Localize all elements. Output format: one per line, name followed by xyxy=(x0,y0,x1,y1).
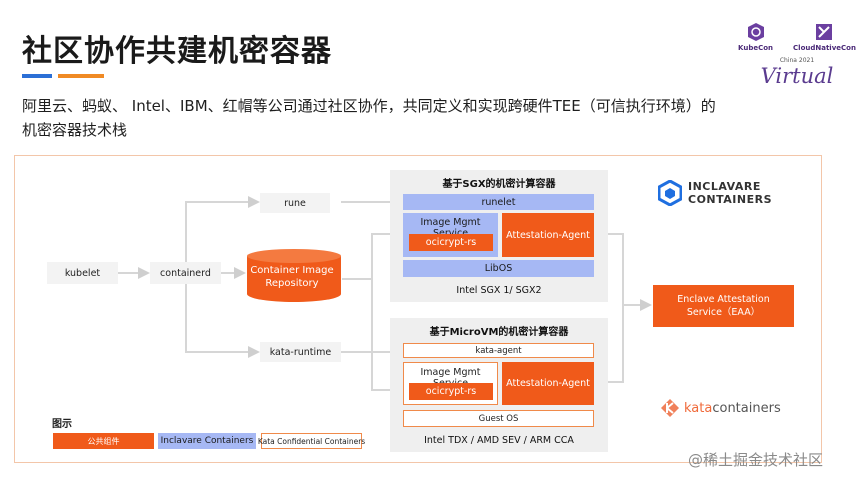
guest-os-node: Guest OS xyxy=(403,410,594,427)
kubelet-node: kubelet xyxy=(47,262,118,284)
event-label: China 2021 xyxy=(779,57,815,64)
virtual-label: Virtual xyxy=(760,64,834,88)
legend-title: 图示 xyxy=(52,419,72,430)
microvm-panel-foot: Intel TDX / AMD SEV / ARM CCA xyxy=(424,435,574,446)
sgx-panel-foot: Intel SGX 1/ SGX2 xyxy=(456,285,542,296)
inclavare-logo-line2: CONTAINERS xyxy=(688,193,772,206)
microvm-panel-title: 基于MicroVM的机密计算容器 xyxy=(429,327,569,338)
cloudnativecon-logo-icon xyxy=(816,24,833,40)
libos-node: LibOS xyxy=(403,260,594,277)
kata-agent-node: kata-agent xyxy=(403,343,594,358)
page-subtitle: 阿里云、蚂蚁、 Intel、IBM、红帽等公司通过社区协作，共同定义和实现跨硬件… xyxy=(22,97,716,139)
kata-logo-text-b: containers xyxy=(712,400,781,416)
repository-cylinder-icon xyxy=(247,249,341,302)
cloudnativecon-label: CloudNativeCon xyxy=(793,44,856,52)
inclavare-logo-line1: INCLAVARE xyxy=(688,180,761,193)
event-badge: KubeCon CloudNativeCon China 2021 Virtua… xyxy=(738,22,856,102)
title-underline-orange xyxy=(58,74,104,78)
sgx-attestation-agent-node: Attestation-Agent xyxy=(502,213,594,257)
legend-inclavare: Inclavare Containers xyxy=(158,433,256,449)
eaa-node: Enclave Attestation Service（EAA） xyxy=(653,285,794,327)
sgx-panel-title: 基于SGX的机密计算容器 xyxy=(442,179,556,190)
page-title: 社区协作共建机密容器 xyxy=(22,34,332,69)
sgx-ocicrypt-node: ocicrypt-rs xyxy=(409,234,493,251)
repository-label: Container Image Repository xyxy=(250,265,334,289)
sgx-image-mgmt-label: Image Mgmt Service xyxy=(420,217,481,239)
kubecon-logo-icon xyxy=(747,23,764,41)
legend-kata: Kata Confidential Containers xyxy=(258,433,365,449)
microvm-attestation-agent-node: Attestation-Agent xyxy=(502,362,594,405)
kubecon-label: KubeCon xyxy=(738,44,774,52)
kata-runtime-node: kata-runtime xyxy=(260,342,341,362)
inclavare-logo: INCLAVARE CONTAINERS xyxy=(658,180,772,206)
legend-common: 公共组件 xyxy=(53,433,154,449)
microvm-ocicrypt-node: ocicrypt-rs xyxy=(409,383,493,400)
inclavare-logo-icon xyxy=(658,180,682,206)
title-underline-blue xyxy=(22,74,52,78)
watermark: @稀土掘金技术社区 xyxy=(688,451,824,469)
kata-logo-icon xyxy=(661,399,679,417)
rune-node: rune xyxy=(260,193,330,213)
containerd-node: containerd xyxy=(150,262,221,284)
kata-logo-text-a: kata xyxy=(684,400,713,416)
runelet-node: runelet xyxy=(403,194,594,210)
